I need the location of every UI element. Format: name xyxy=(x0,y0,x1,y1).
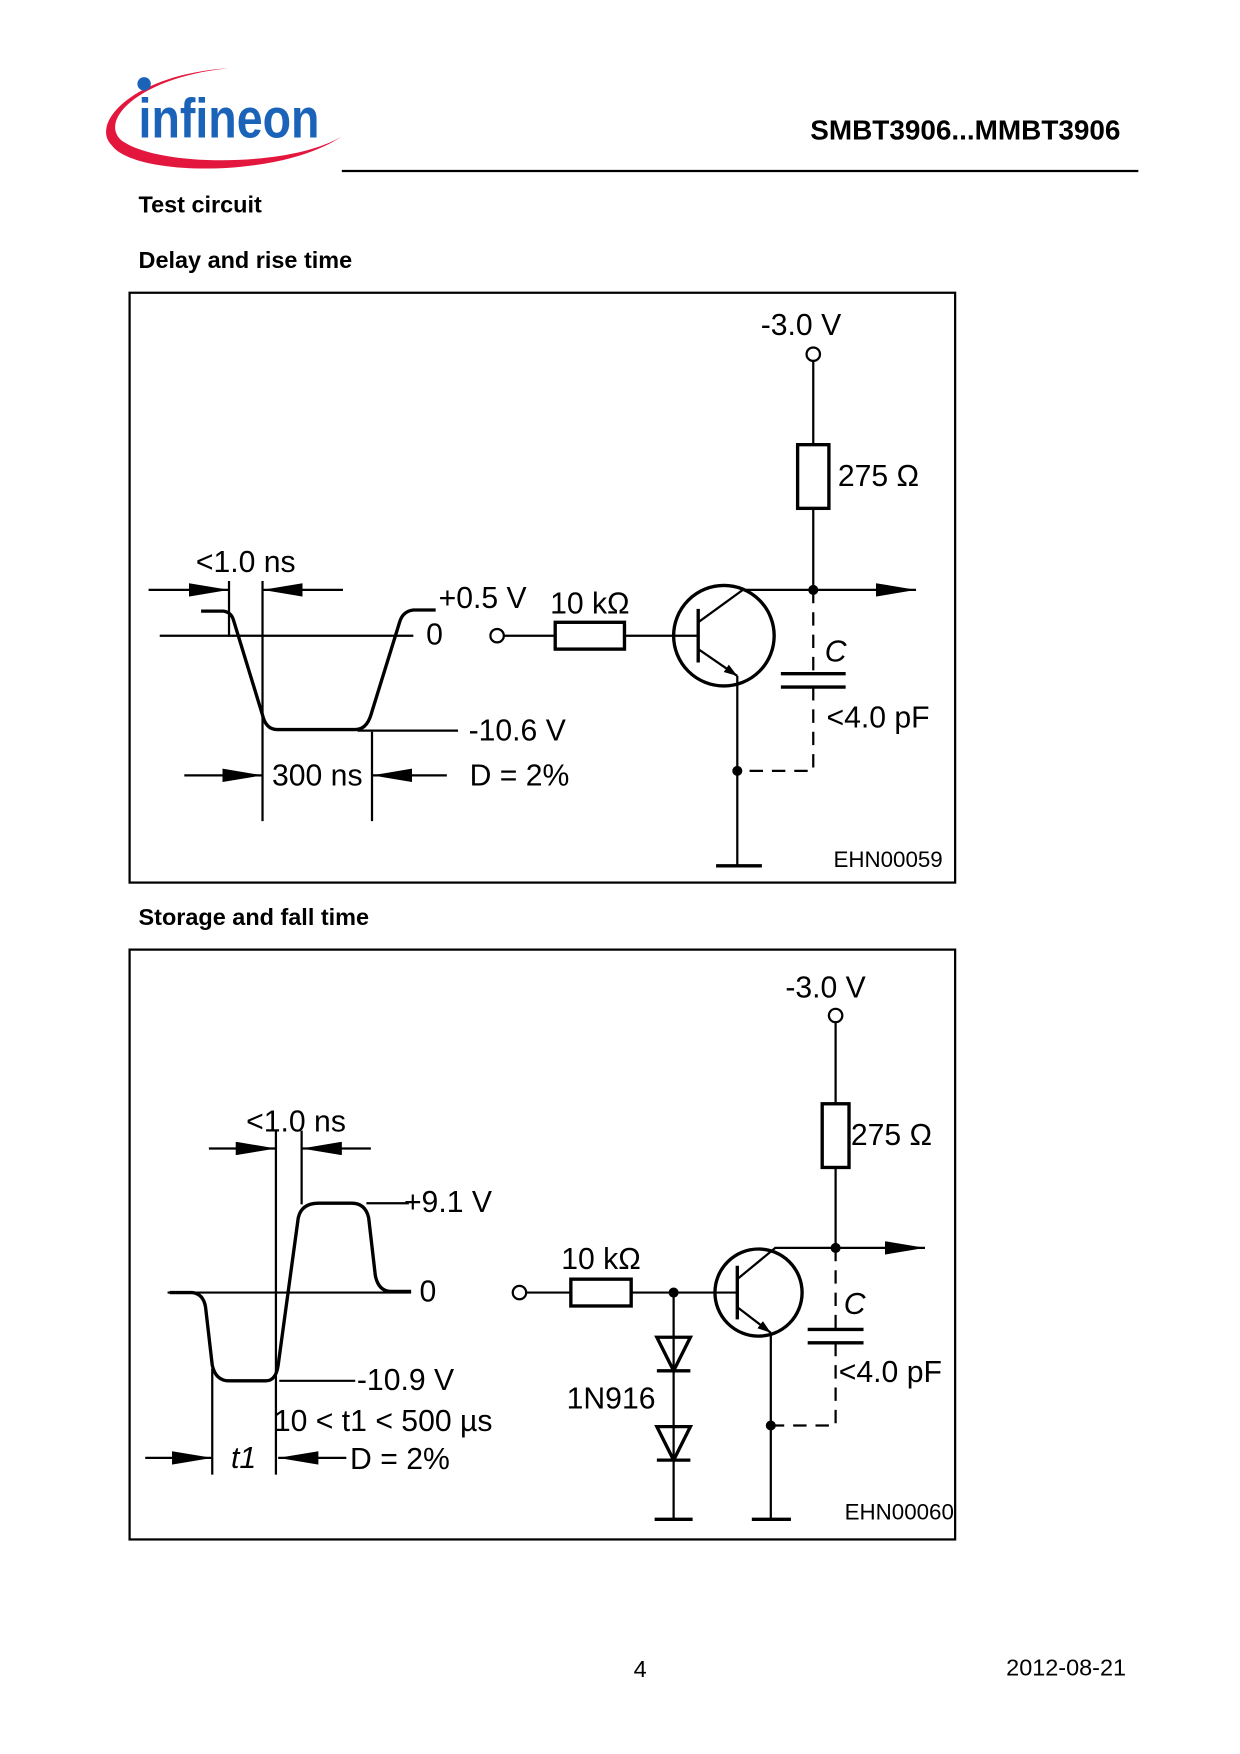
base-resistor-label: 10 kΩ xyxy=(561,1243,641,1276)
zero-label: 0 xyxy=(419,1276,436,1309)
collector-resistor xyxy=(820,1102,851,1170)
t1-label: t1 xyxy=(231,1442,256,1475)
pulse-high-label: +9.1 V xyxy=(404,1186,492,1219)
figure1-title: Delay and rise time xyxy=(139,247,353,273)
collector-resistor-label: 275 Ω xyxy=(838,460,919,493)
infineon-logo: infineon xyxy=(106,68,342,169)
figure-code: EHN00060 xyxy=(845,1499,954,1524)
cap-label: C xyxy=(825,635,847,668)
duty-label: D = 2% xyxy=(350,1443,450,1476)
duty-label: D = 2% xyxy=(470,759,570,792)
diode-label: 1N916 xyxy=(567,1383,656,1416)
pulse-high-label: +0.5 V xyxy=(439,582,527,615)
cap-value: <4.0 pF xyxy=(826,701,929,734)
page-number: 4 xyxy=(634,1656,647,1682)
cap-value: <4.0 pF xyxy=(839,1356,942,1389)
collector-resistor-label: 275 Ω xyxy=(851,1119,932,1152)
supply-label: -3.0 V xyxy=(785,972,865,1005)
diode xyxy=(654,1424,694,1464)
input-pulse-waveform xyxy=(201,608,436,732)
input-pulse-waveform xyxy=(169,1201,412,1383)
supply-label: -3.0 V xyxy=(761,309,841,342)
pulse-low-label: -10.9 V xyxy=(357,1364,454,1397)
rise-time-label: <1.0 ns xyxy=(196,546,296,579)
pulse-width-label: 300 ns xyxy=(272,759,363,792)
rise-time-label: <1.0 ns xyxy=(246,1106,346,1139)
delay-rise-circuit: -3.0 V 275 Ω 10 kΩ +0.5 V 0 C <4.0 pF -1… xyxy=(128,291,957,884)
section-title: Test circuit xyxy=(139,191,262,217)
figure2-title: Storage and fall time xyxy=(139,904,370,930)
storage-fall-circuit: -3.0 V 275 Ω 10 kΩ 1N916 C <4.0 pF +9.1 … xyxy=(128,948,957,1541)
zero-label: 0 xyxy=(426,619,443,652)
cap-label: C xyxy=(844,1288,866,1321)
base-resistor-label: 10 kΩ xyxy=(550,587,630,620)
logo-text: infineon xyxy=(139,86,320,149)
figure-code: EHN00059 xyxy=(833,847,942,872)
product-title: SMBT3906...MMBT3906 xyxy=(810,115,1120,146)
base-resistor xyxy=(553,620,627,651)
pulse-low-label: -10.6 V xyxy=(469,715,566,748)
document-date: 2012-08-21 xyxy=(1006,1655,1126,1681)
diode xyxy=(654,1335,694,1375)
t1-range-label: 10 < t1 < 500 µs xyxy=(274,1405,493,1438)
collector-resistor xyxy=(795,442,831,511)
base-resistor xyxy=(569,1277,633,1308)
